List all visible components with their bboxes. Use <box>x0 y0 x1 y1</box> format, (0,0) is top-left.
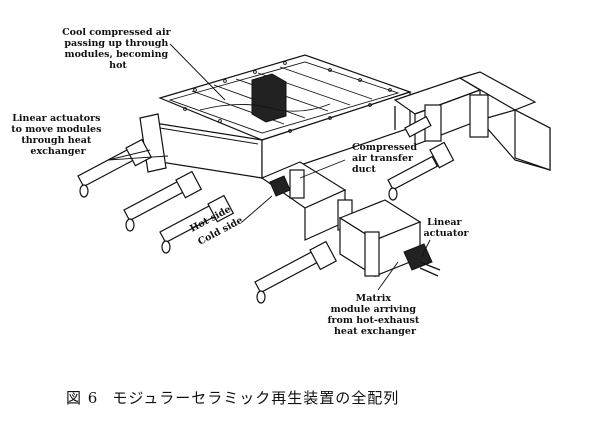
transfer-duct <box>260 161 353 241</box>
label-linear-actuator: Linear actuator <box>423 217 469 239</box>
matrix-module-block <box>251 73 287 123</box>
figure-caption: 図 6 モジュラーセラミック再生装置の全配列 <box>66 387 413 408</box>
label-matrix-module: Matrix module arriving from hot-exhaust … <box>327 293 422 337</box>
label-cool-air: Cool compressed air passing up through m… <box>62 27 174 71</box>
label-linear-actuators: Linear actuators to move modules through… <box>11 113 105 157</box>
duct-upper-right <box>393 71 551 171</box>
label-transfer-duct: Compressed air transfer duct <box>352 142 420 175</box>
leader-lines <box>107 43 431 291</box>
caption-number: 図 6 <box>66 389 99 407</box>
matrix-duct <box>338 199 441 278</box>
caption-text: モジュラーセラミック再生装置の全配列 <box>112 389 400 407</box>
